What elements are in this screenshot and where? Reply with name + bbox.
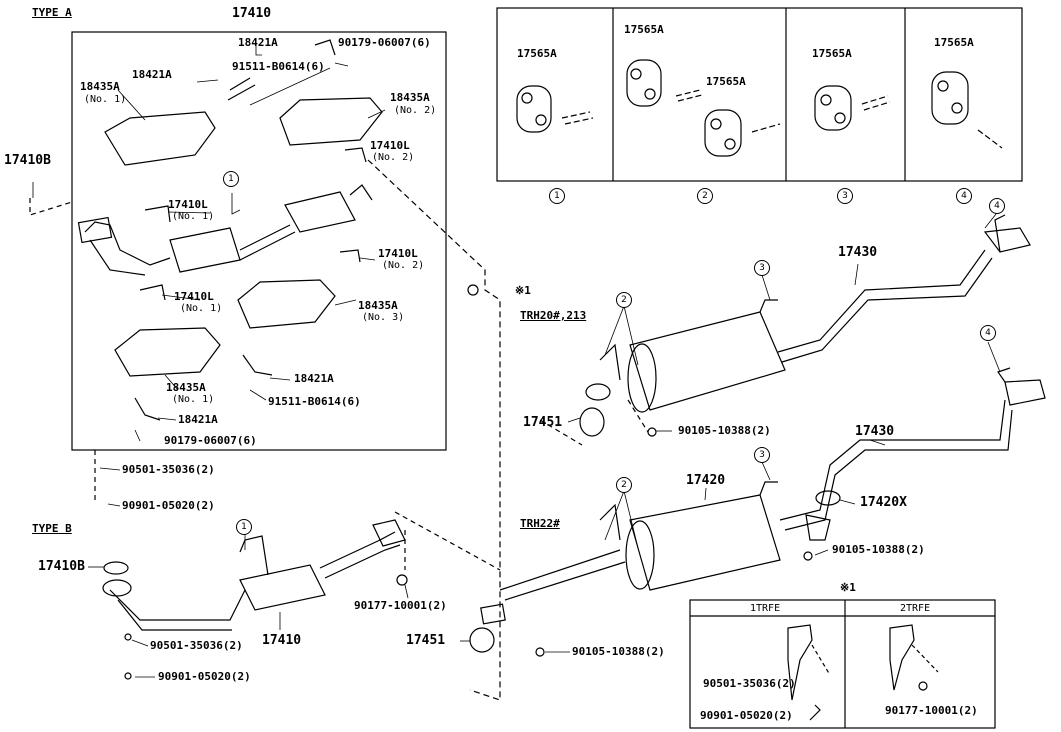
callout-1-type-a: 1 bbox=[223, 171, 239, 187]
part-17565a-5: 17565A bbox=[934, 36, 974, 49]
part-90105-2: 90105-10388(2) bbox=[832, 543, 925, 556]
part-18435a-1: 18435A bbox=[80, 80, 120, 93]
hanger-3 bbox=[814, 85, 891, 131]
part-17410l-2-no: (No. 1) bbox=[172, 211, 215, 222]
part-17410-a: 17410 bbox=[232, 6, 272, 21]
part-18421a-4: 18421A bbox=[178, 413, 218, 426]
muffler-upper bbox=[629, 311, 786, 411]
hanger-frame bbox=[496, 7, 1023, 182]
part-17565a-2: 17565A bbox=[624, 23, 664, 36]
part-18421a-3: 18421A bbox=[294, 372, 334, 385]
part-90105-3: 90105-10388(2) bbox=[572, 645, 665, 658]
part-90105-1: 90105-10388(2) bbox=[678, 424, 771, 437]
part-90179-1: 90179-06007(6) bbox=[338, 36, 431, 49]
part-90179-2: 90179-06007(6) bbox=[164, 434, 257, 447]
part-18435a-3-no: (No. 3) bbox=[362, 312, 405, 323]
part-91511-1: 91511-B0614(6) bbox=[232, 60, 325, 73]
hanger-2b bbox=[704, 109, 781, 157]
callout-1-hanger: 1 bbox=[549, 188, 565, 204]
part-17410l-2: 17410L bbox=[168, 198, 208, 211]
part-17410l-3: 17410L bbox=[378, 247, 418, 260]
inset-col-2trfe: 2TRFE bbox=[900, 603, 931, 614]
ref-mark-1: ※1 bbox=[515, 284, 531, 297]
heat-shield-no1-bottom bbox=[114, 327, 221, 377]
callout-4-trh20: 4 bbox=[989, 198, 1005, 214]
hanger-1 bbox=[516, 85, 594, 133]
heat-shield-no2 bbox=[279, 97, 383, 146]
part-17430-1: 17430 bbox=[838, 245, 878, 260]
heat-shield-no1-top bbox=[104, 111, 216, 166]
part-17410l-4-no: (No. 1) bbox=[180, 303, 223, 314]
part-90177-b: 90177-10001(2) bbox=[354, 599, 447, 612]
callout-1-type-b: 1 bbox=[236, 519, 252, 535]
callout-2-trh22: 2 bbox=[616, 477, 632, 493]
part-17565a-3: 17565A bbox=[706, 75, 746, 88]
callout-2-trh20: 2 bbox=[616, 292, 632, 308]
part-18421a-2: 18421A bbox=[132, 68, 172, 81]
part-18421a-1: 18421A bbox=[238, 36, 278, 49]
part-18435a-1-no: (No. 1) bbox=[84, 94, 127, 105]
inset-part-90177: 90177-10001(2) bbox=[885, 704, 978, 717]
hanger-2a bbox=[626, 59, 703, 107]
inset-part-90501: 90501-35036(2) bbox=[703, 677, 796, 690]
converter-a1 bbox=[169, 227, 241, 273]
part-17451-2: 17451 bbox=[406, 633, 446, 648]
inset-frame bbox=[689, 599, 996, 729]
converter-a2 bbox=[284, 191, 356, 233]
callout-3-trh22: 3 bbox=[754, 447, 770, 463]
part-90501-a: 90501-35036(2) bbox=[122, 463, 215, 476]
callout-3-trh20: 3 bbox=[754, 260, 770, 276]
type-b-label: TYPE B bbox=[32, 522, 72, 535]
part-17410l-4: 17410L bbox=[174, 290, 214, 303]
callout-4-hanger: 4 bbox=[956, 188, 972, 204]
part-17410l-3-no: (No. 2) bbox=[382, 260, 425, 271]
part-17420x: 17420X bbox=[860, 495, 907, 510]
part-17410b-b: 17410B bbox=[38, 559, 85, 574]
callout-2-hanger: 2 bbox=[697, 188, 713, 204]
converter-b bbox=[239, 564, 326, 611]
part-17420: 17420 bbox=[686, 473, 726, 488]
part-17410l-1: 17410L bbox=[370, 139, 410, 152]
callout-4-trh22: 4 bbox=[980, 325, 996, 341]
part-17410l-1-no: (No. 2) bbox=[372, 152, 415, 163]
type-a-frame bbox=[71, 31, 447, 451]
part-91511-2: 91511-B0614(6) bbox=[268, 395, 361, 408]
inset-part-90901: 90901-05020(2) bbox=[700, 709, 793, 722]
type-a-label: TYPE A bbox=[32, 6, 72, 19]
part-18435a-2-no: (No. 2) bbox=[394, 105, 437, 116]
part-90901-b: 90901-05020(2) bbox=[158, 670, 251, 683]
part-18435a-3: 18435A bbox=[358, 299, 398, 312]
part-18435a-2: 18435A bbox=[390, 91, 430, 104]
part-18435a-4: 18435A bbox=[166, 381, 206, 394]
part-90501-b: 90501-35036(2) bbox=[150, 639, 243, 652]
part-17565a-1: 17565A bbox=[517, 47, 557, 60]
part-17451-1: 17451 bbox=[523, 415, 563, 430]
part-17410b-a: 17410B bbox=[4, 153, 51, 168]
part-17410-b: 17410 bbox=[262, 633, 302, 648]
trh22-label: TRH22# bbox=[520, 517, 560, 530]
heat-shield-no3 bbox=[237, 279, 336, 329]
ref-mark-1b: ※1 bbox=[840, 581, 856, 594]
part-17430-2: 17430 bbox=[855, 424, 895, 439]
part-90901-a: 90901-05020(2) bbox=[122, 499, 215, 512]
muffler-lower bbox=[629, 494, 781, 591]
hanger-4 bbox=[931, 71, 1003, 149]
part-17565a-4: 17565A bbox=[812, 47, 852, 60]
inset-col-1trfe: 1TRFE bbox=[750, 603, 781, 614]
part-18435a-4-no: (No. 1) bbox=[172, 394, 215, 405]
trh20-label: TRH20#,213 bbox=[520, 309, 587, 322]
callout-3-hanger: 3 bbox=[837, 188, 853, 204]
